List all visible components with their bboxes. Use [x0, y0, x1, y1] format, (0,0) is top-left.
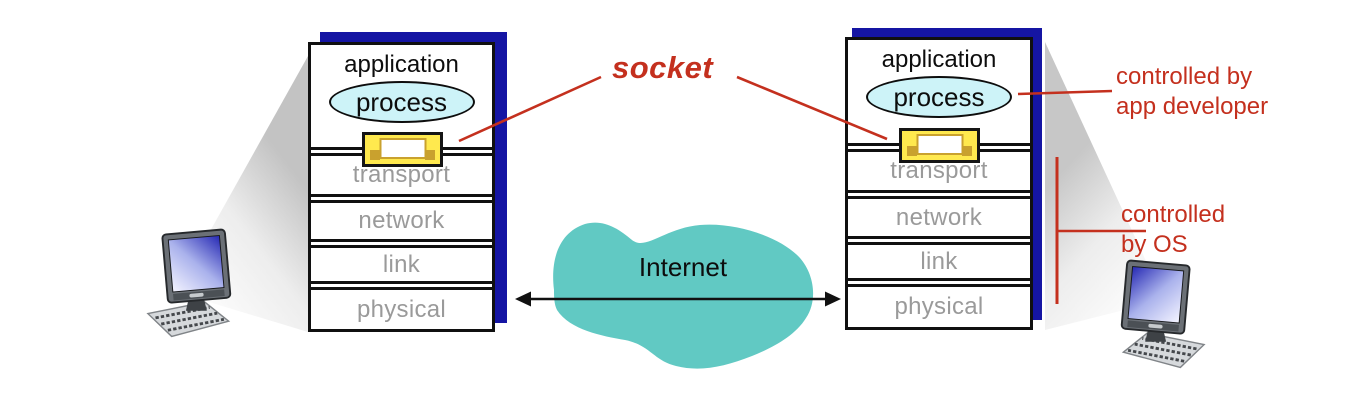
os-callout-line1: controlled: [1121, 201, 1226, 228]
process-ellipse: process: [866, 76, 1012, 118]
socket-icon-left: [362, 132, 443, 167]
app-developer-callout: controlled by app developer: [1116, 62, 1268, 122]
os-callout-line2: by OS: [1121, 231, 1188, 258]
physical-layer-left: physical: [311, 287, 492, 329]
socket-opening: [379, 138, 426, 159]
protocol-stack-right: application process transport network li…: [845, 37, 1033, 330]
light-fan-right: [1045, 42, 1164, 330]
socket-pin-left: [907, 146, 917, 156]
network-layer-right: network: [848, 196, 1030, 239]
internet-label: Internet: [638, 252, 728, 282]
link-layer-left: link: [311, 245, 492, 284]
network-layer-left: network: [311, 200, 492, 242]
process-label: process: [893, 81, 985, 112]
socket-opening: [916, 134, 963, 155]
app-developer-callout-line2: app developer: [1116, 93, 1269, 120]
link-layer-right: link: [848, 242, 1030, 281]
process-ellipse: process: [328, 81, 475, 123]
protocol-stack-left: application process transport network li…: [308, 42, 495, 332]
light-fan-left: [176, 56, 308, 332]
socket-callout-label: socket: [612, 50, 714, 85]
application-label: application: [344, 51, 459, 78]
os-callout: controlled by OS: [1121, 200, 1225, 260]
socket-pin-right: [962, 146, 972, 156]
physical-layer-right: physical: [848, 284, 1030, 327]
socket-pin-left: [370, 150, 380, 160]
application-label: application: [881, 46, 997, 73]
socket-pin-right: [425, 150, 435, 160]
app-developer-callout-line1: controlled by: [1116, 63, 1253, 90]
socket-icon-right: [899, 128, 980, 163]
process-label: process: [355, 86, 448, 117]
